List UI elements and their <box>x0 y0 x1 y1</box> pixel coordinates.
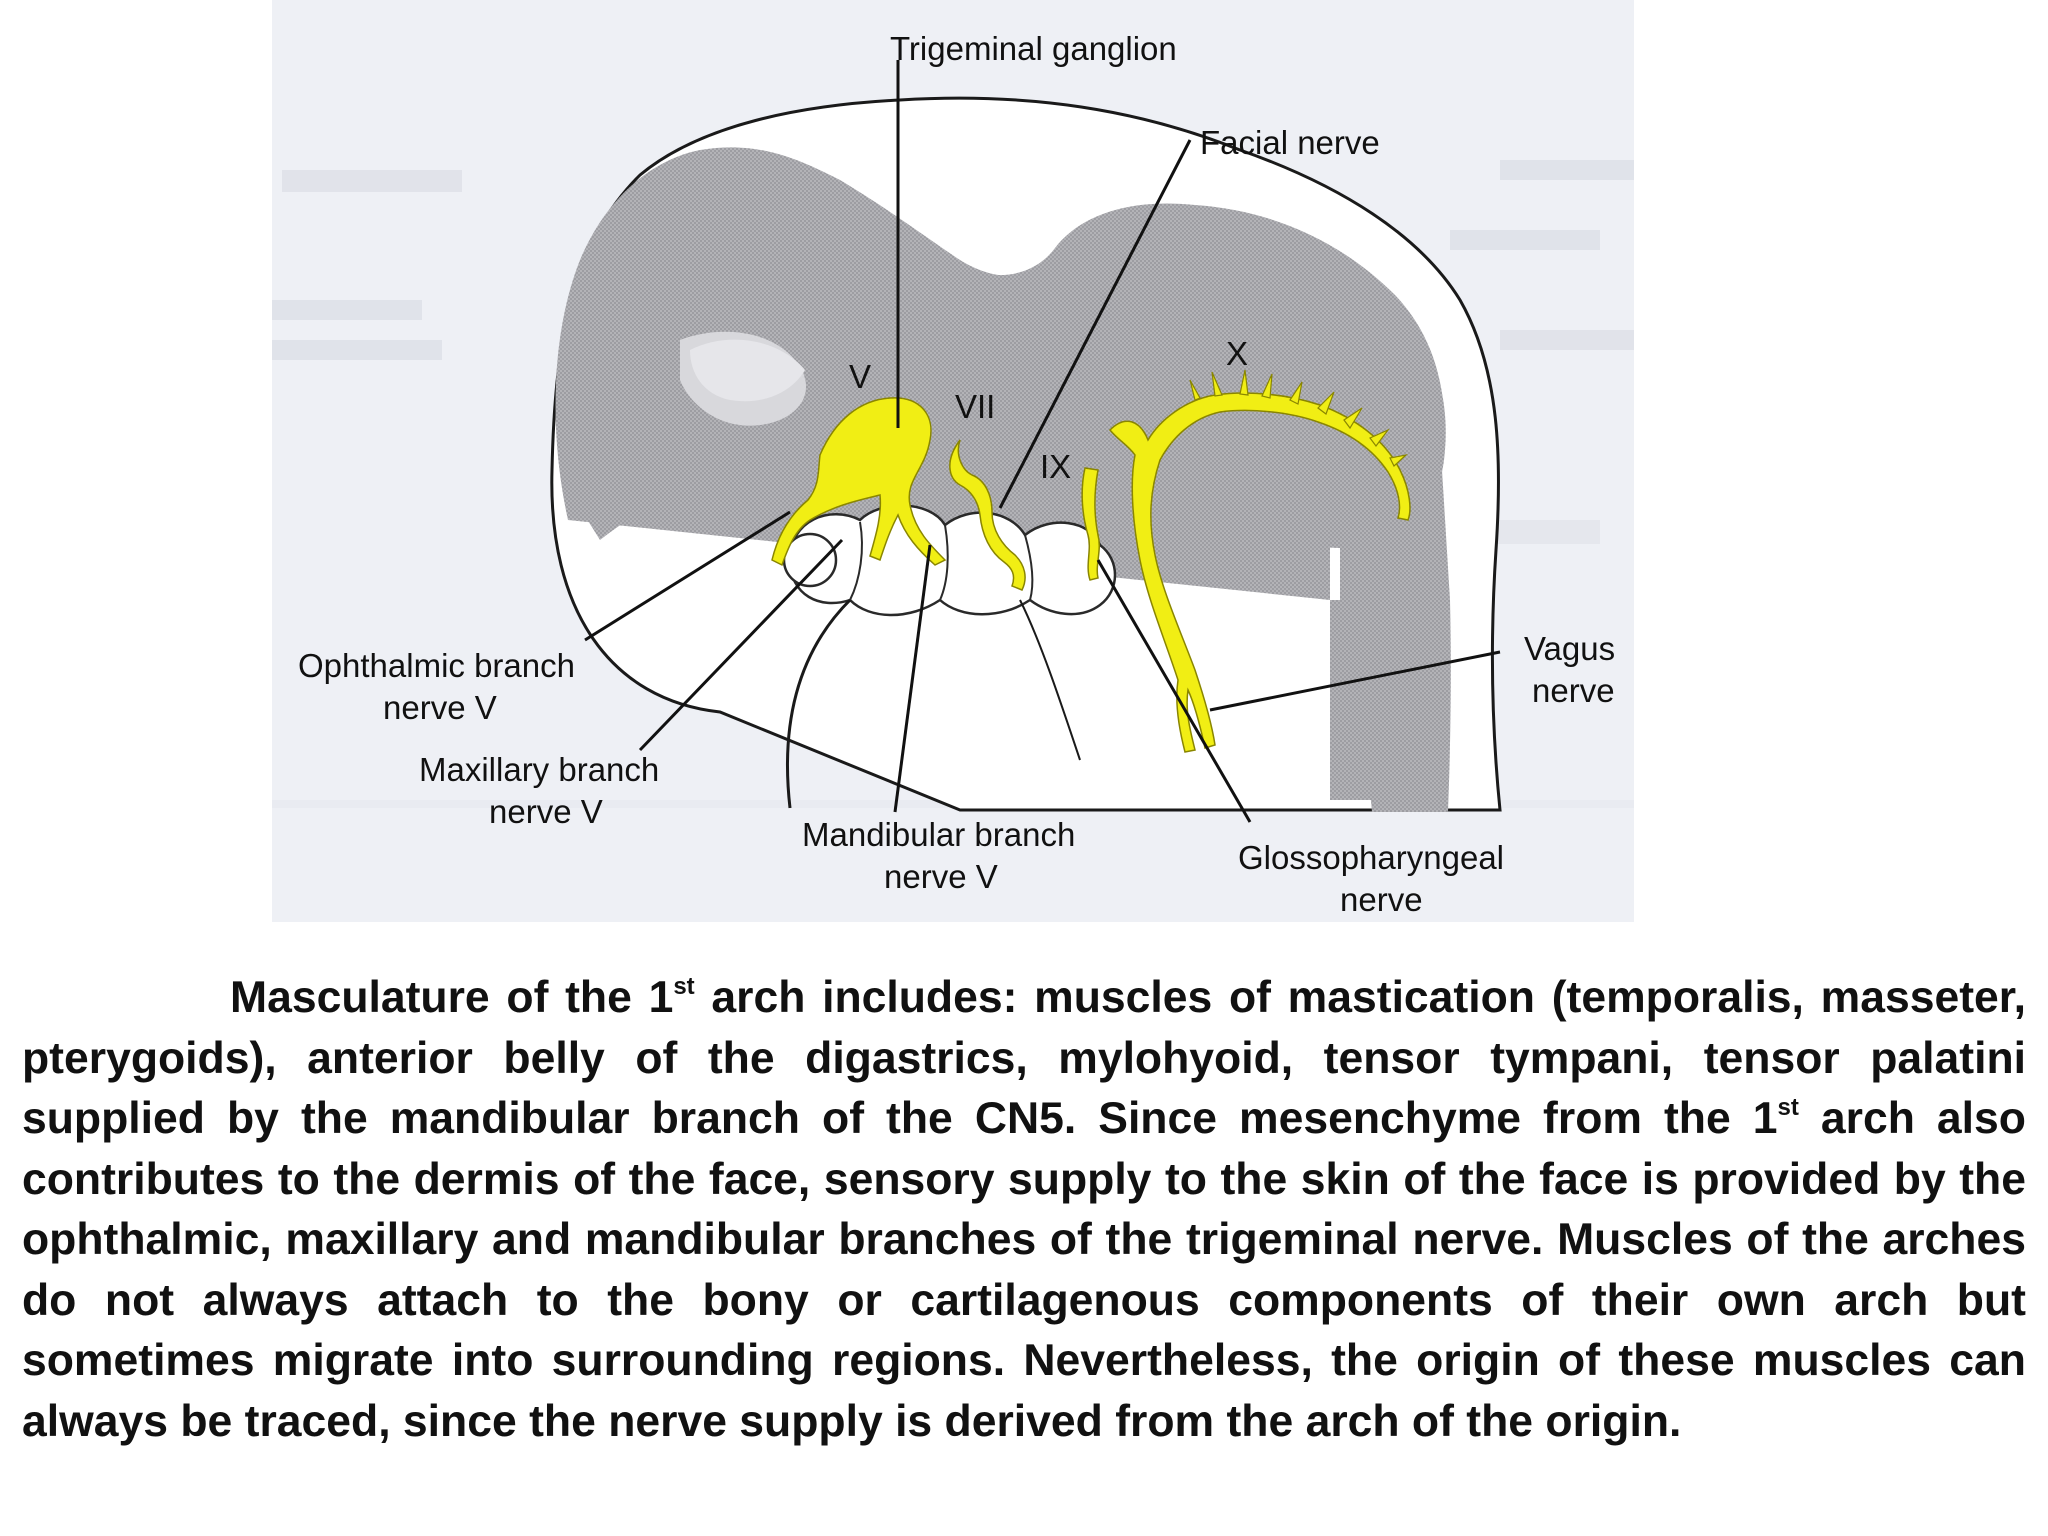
label-roman-x: X <box>1226 335 1248 372</box>
label-mandibular-line2: nerve V <box>884 858 998 895</box>
caption-text-3: arch also contributes to the dermis of t… <box>22 1094 2026 1446</box>
label-vagus-line2: nerve <box>1532 672 1615 709</box>
vagus-branch-spikes <box>1189 369 1408 467</box>
glossopharyngeal-nerve-yellow <box>1081 467 1101 581</box>
pointer-facial-nerve <box>998 139 1192 509</box>
arch-fold-3 <box>1024 534 1034 601</box>
caption-text-1: Masculature of the 1 <box>230 973 674 1022</box>
caption-superscript-2: st <box>1777 1094 1799 1121</box>
dotted-trunk <box>1340 470 1451 812</box>
caption-paragraph: Masculature of the 1st arch includes: mu… <box>22 968 2026 1452</box>
label-glossopharyngeal-line1: Glossopharyngeal <box>1238 839 1504 876</box>
arch-fold-2 <box>939 524 949 601</box>
vagus-nerve-yellow <box>1108 392 1411 753</box>
pointer-glossopharyngeal <box>1096 559 1252 823</box>
dotted-brain <box>558 153 1445 548</box>
label-maxillary-line1: Maxillary branch <box>419 751 659 788</box>
label-roman-vii: VII <box>955 388 995 425</box>
caption-text-2: arch includes: muscles of mastication (t… <box>22 973 2026 1143</box>
embryo-nerve-diagram: V VII IX X Trigeminal ganglion Facial ne… <box>272 0 1634 922</box>
trigeminal-nerve <box>771 397 947 567</box>
ventricle-highlight <box>690 339 805 402</box>
label-mandibular-line1: Mandibular branch <box>802 816 1075 853</box>
label-vagus-line1: Vagus <box>1524 630 1615 667</box>
caption-superscript-1: st <box>673 973 695 1000</box>
label-roman-ix: IX <box>1040 448 1071 485</box>
arch-fold-1 <box>849 521 863 601</box>
label-ophthalmic-line1: Ophthalmic branch <box>298 647 575 684</box>
label-ophthalmic-line2: nerve V <box>383 689 497 726</box>
pointer-vagus <box>1209 650 1501 712</box>
pointer-mandibular <box>893 544 932 813</box>
lower-outline-left <box>786 598 852 809</box>
facial-nerve-yellow <box>949 439 1026 591</box>
lower-outline-mid <box>1019 599 1081 761</box>
label-maxillary-line2: nerve V <box>489 793 603 830</box>
pointer-lines <box>584 60 1501 823</box>
pharyngeal-arches <box>788 504 1117 617</box>
diagram-svg: V VII IX X Trigeminal ganglion Facial ne… <box>272 0 1634 922</box>
label-facial-nerve: Facial nerve <box>1200 124 1380 161</box>
label-glossopharyngeal-line2: nerve <box>1340 881 1423 918</box>
pointer-maxillary <box>638 538 844 752</box>
label-trigeminal-ganglion: Trigeminal ganglion <box>890 30 1177 67</box>
pointer-ophthalmic <box>584 510 791 642</box>
label-roman-v: V <box>849 358 871 395</box>
